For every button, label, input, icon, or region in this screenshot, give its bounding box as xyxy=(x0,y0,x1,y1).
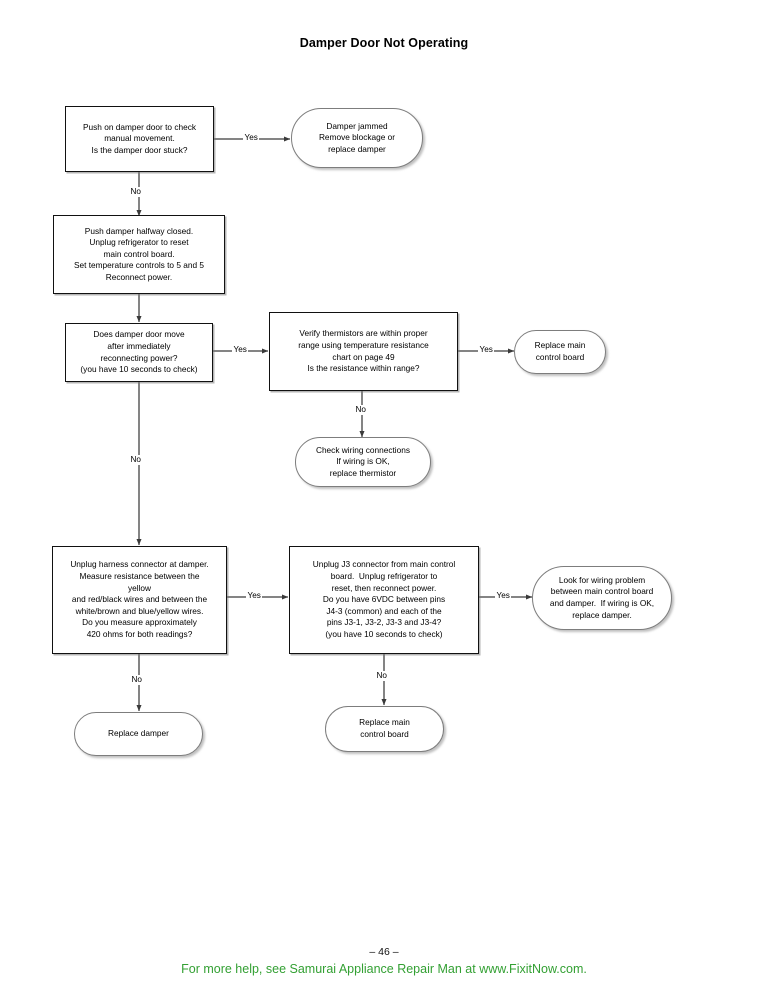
node-text-line: main control board. xyxy=(103,248,175,259)
node-text-line: Reconnect power. xyxy=(105,271,173,282)
node-text-line: replace damper xyxy=(328,143,386,154)
node-text-line: Is the resistance within range? xyxy=(307,363,420,374)
node-look-for-wiring-problem: Look for wiring problem between main con… xyxy=(532,566,672,630)
node-text-line: J4-3 (common) and each of the xyxy=(326,605,442,616)
node-replace-damper: Replace damper xyxy=(74,712,203,756)
node-text-line: after immediately xyxy=(107,340,171,351)
edge-label-yes-n5-n6: Yes xyxy=(478,345,495,355)
node-text-line: manual movement. xyxy=(104,133,175,144)
node-text-line: replace thermistor xyxy=(329,467,397,478)
node-does-damper-door-move: Does damper door move after immediately … xyxy=(65,323,213,382)
node-text-line: control board xyxy=(535,352,585,362)
node-text-line: Replace main xyxy=(359,717,410,728)
node-text-line: range using temperature resistance xyxy=(298,339,429,350)
node-text-line: between main control board xyxy=(550,586,654,597)
node-text-line: Check wiring connections xyxy=(315,444,411,455)
page-title: Damper Door Not Operating xyxy=(299,36,469,50)
edge-label-yes-n9-n10: Yes xyxy=(495,591,512,601)
node-text-line: Unplug J3 connector from main control xyxy=(312,559,456,570)
node-text-line: yellow xyxy=(127,582,152,593)
edge-label-no-n5-n7: No xyxy=(354,405,368,415)
node-verify-thermistors: Verify thermistors are within proper ran… xyxy=(269,312,458,391)
node-text-line: chart on page 49 xyxy=(332,351,395,362)
node-replace-main-control-board-top: Replace main control board xyxy=(514,330,606,374)
node-text-line: replace damper. xyxy=(572,609,632,620)
footer-credit-link[interactable]: For more help, see Samurai Appliance Rep… xyxy=(181,962,587,976)
node-text-line: Set temperature controls to 5 and 5 xyxy=(73,260,205,271)
node-text-line: Look for wiring problem xyxy=(558,574,646,585)
edge-label-no-n9-n12: No xyxy=(375,671,389,681)
node-text-line: (you have 10 seconds to check) xyxy=(325,628,443,639)
edge-label-no-n4-n8: No xyxy=(129,455,143,465)
node-text-line: Damper jammed xyxy=(326,120,388,131)
page-number: – 46 – xyxy=(369,946,399,958)
node-text-line: Unplug harness connector at damper. xyxy=(70,559,209,570)
node-push-damper-door-check: Push on damper door to check manual move… xyxy=(65,106,214,172)
edge-label-no-n8-n11: No xyxy=(130,675,144,685)
node-text-line: reset, then reconnect power. xyxy=(331,582,437,593)
node-text-line: Push on damper door to check xyxy=(83,121,196,132)
node-text-line: Do you measure approximately xyxy=(82,617,197,628)
node-text-line: Is the damper door stuck? xyxy=(91,144,188,155)
node-text-line: Push damper halfway closed. xyxy=(84,225,194,236)
node-text-line: reconnecting power? xyxy=(100,352,178,363)
node-text-line: Remove blockage or xyxy=(318,132,396,143)
node-unplug-harness-connector: Unplug harness connector at damper. Meas… xyxy=(52,546,227,654)
node-text-line: 420 ohms for both readings? xyxy=(86,628,193,639)
node-text-line: If wiring is OK, xyxy=(336,456,390,467)
node-text-line: Unplug refrigerator to reset xyxy=(89,237,189,248)
node-text-line: and red/black wires and between the xyxy=(71,594,208,605)
node-text-line: Replace damper xyxy=(108,728,169,739)
node-text-line: pins J3-1, J3-2, J3-3 and J3-4? xyxy=(326,617,442,628)
edge-label-yes-n4-n5: Yes xyxy=(232,345,249,355)
node-text-line: Does damper door move xyxy=(93,329,185,340)
node-text-line: Replace main xyxy=(534,340,586,351)
edge-label-yes-n8-n9: Yes xyxy=(246,591,263,601)
edge-label-no-n1-n3: No xyxy=(129,187,143,197)
node-text-line: white/brown and blue/yellow wires. xyxy=(75,605,204,616)
node-check-wiring-connections: Check wiring connections If wiring is OK… xyxy=(295,437,431,487)
node-text-line: control board xyxy=(360,729,409,739)
node-damper-jammed: Damper jammed Remove blockage or replace… xyxy=(291,108,423,168)
edge-label-yes-n1-n2: Yes xyxy=(243,133,260,143)
node-unplug-j3-connector: Unplug J3 connector from main control bo… xyxy=(289,546,479,654)
node-text-line: Verify thermistors are within proper xyxy=(299,328,428,339)
node-text-line: and damper. If wiring is OK, xyxy=(549,598,655,608)
node-text-line: Do you have 6VDC between pins xyxy=(322,594,446,605)
node-push-damper-halfway: Push damper halfway closed. Unplug refri… xyxy=(53,215,225,294)
node-text-line: board. Unplug refrigerator to xyxy=(330,571,438,582)
node-text-line: Measure resistance between the xyxy=(79,571,200,582)
node-replace-main-control-board-bottom: Replace main control board xyxy=(325,706,444,752)
node-text-line: (you have 10 seconds to check) xyxy=(80,364,198,375)
